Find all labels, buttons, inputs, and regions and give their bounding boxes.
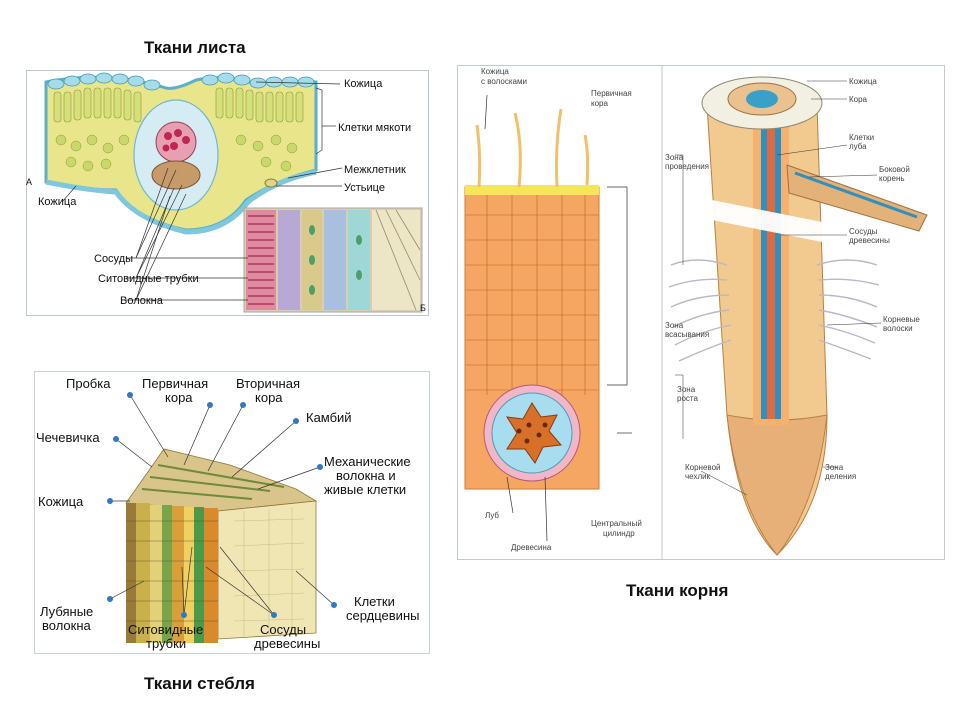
root-title: Ткани корня [626,581,729,600]
leaf-label-sitovidnye: Ситовидные трубки [98,273,199,285]
stem-pin-kozhitsa [107,498,113,504]
stem-pin-kletki [331,602,337,608]
stem-pin-sosudy [271,612,277,618]
stem-label-sitovidnye-2: трубки [146,636,187,651]
leaf-label-a: А [26,177,33,187]
stem-title: Ткани стебля [144,674,255,693]
stem-label-vtorichnaya-1: Вторичная [236,376,300,391]
stem-pin-chechevichka [113,436,119,442]
stem-label-sitovidnye-1: Ситовидные [128,622,204,637]
root-long-label-zona-vsasyvaniya-1: Зона [665,321,684,330]
root-long-label-kletki-2: луба [849,142,867,151]
root-long-label-chekhlik-2: чехлик [685,472,711,481]
stem-pin-mekh [317,464,323,470]
root-long-label-kornevye-1: Корневые [883,315,920,324]
leaf-illustration [26,70,429,316]
stem-label-vtorichnaya-2: кора [255,390,283,405]
stem-label-lubyanye-2: волокна [42,618,91,633]
stem-pin-pervichnaya [207,402,213,408]
stem-label-mekh-1: Механические [324,454,411,469]
stem-pin-lubyanye [107,596,113,602]
root-long-label-kora: Кора [849,95,868,104]
root-long-label-sosudy-2: древесины [849,236,890,245]
leaf-label-b: Б [420,303,426,313]
leaf-label-sosudy: Сосуды [94,253,134,265]
leaf-label-kozhitsa-top: Кожица [344,78,383,90]
stem-label-mekh-2: волокна и [336,468,396,483]
stem-label-sosudy-2: древесины [254,636,321,651]
root-sec-label-tsentr-2: цилиндр [603,529,635,538]
stem-diagram: Пробка Первичная кора Вторичная кора Кам… [34,371,430,654]
stem-label-lubyanye-1: Лубяные [40,604,94,619]
root-long-label-zona-provedeniya-2: проведения [665,162,709,171]
stem-pin-sitovidnye [181,612,187,618]
stem-label-kletki-2: сердцевины [346,608,420,623]
stem-pin-probka [127,392,133,398]
root-long-label-zona-deleniya-2: деления [825,472,857,481]
leaf-label-volokna: Волокна [120,295,163,307]
leaf-label-mezhkletnik: Межклетник [344,164,406,176]
root-long-label-bokovoy-1: Боковой [879,165,910,174]
root-sec-label-kozhitsa-1: Кожица [481,67,509,76]
stem-label-pervichnaya-1: Первичная [142,376,209,391]
leaf-label-kletki-myakoti: Клетки мякоти [338,122,412,134]
root-long-label-zona-vsasyvaniya-2: всасывания [665,330,710,339]
stem-pin-kambiy [293,418,299,424]
root-long-label-bokovoy-2: корень [879,174,905,183]
root-sec-label-tsentr-1: Центральный [591,519,642,528]
leaf-label-kozhitsa-left: Кожица [38,196,77,208]
stem-label-chechevichka: Чечевичка [36,430,100,445]
stem-label-kletki-1: Клетки [354,594,395,609]
root-sec-label-pervichnaya-2: кора [591,99,608,108]
stem-label-probka: Пробка [66,376,111,391]
root-sec-label-lub: Луб [485,511,500,520]
root-long-label-zona-provedeniya-1: Зона [665,153,684,162]
root-long-label-zona-deleniya-1: Зона [825,463,844,472]
root-long-label-zona-rosta-1: Зона [677,385,696,394]
root-diagram: Кожица с волосками Первичная кора Луб Др… [457,65,945,560]
root-illustration [457,65,945,560]
leaf-label-ustitse: Устьице [344,182,385,194]
root-long-label-chekhlik-1: Корневой [685,463,721,472]
stem-label-sosudy-1: Сосуды [260,622,307,637]
stem-label-pervichnaya-2: кора [165,390,193,405]
root-long-label-sosudy-1: Сосуды [849,227,878,236]
root-sec-label-drevesina: Древесина [511,543,552,552]
leaf-title: Ткани листа [144,38,246,57]
root-sec-label-pervichnaya-1: Первичная [591,89,632,98]
stem-label-kozhitsa: Кожица [38,494,84,509]
stem-label-mekh-3: живые клетки [324,482,407,497]
stem-pin-vtorichnaya [240,402,246,408]
leaf-diagram: Кожица Клетки мякоти Межклетник Устьице … [26,70,429,316]
stem-illustration [34,371,430,654]
root-long-label-kornevye-2: волоски [883,324,913,333]
root-long-label-kozhitsa: Кожица [849,77,877,86]
root-sec-label-kozhitsa-2: с волосками [481,77,527,86]
stem-label-kambiy: Камбий [306,410,352,425]
root-long-label-kletki-1: Клетки [849,133,875,142]
root-long-label-zona-rosta-2: роста [677,394,698,403]
